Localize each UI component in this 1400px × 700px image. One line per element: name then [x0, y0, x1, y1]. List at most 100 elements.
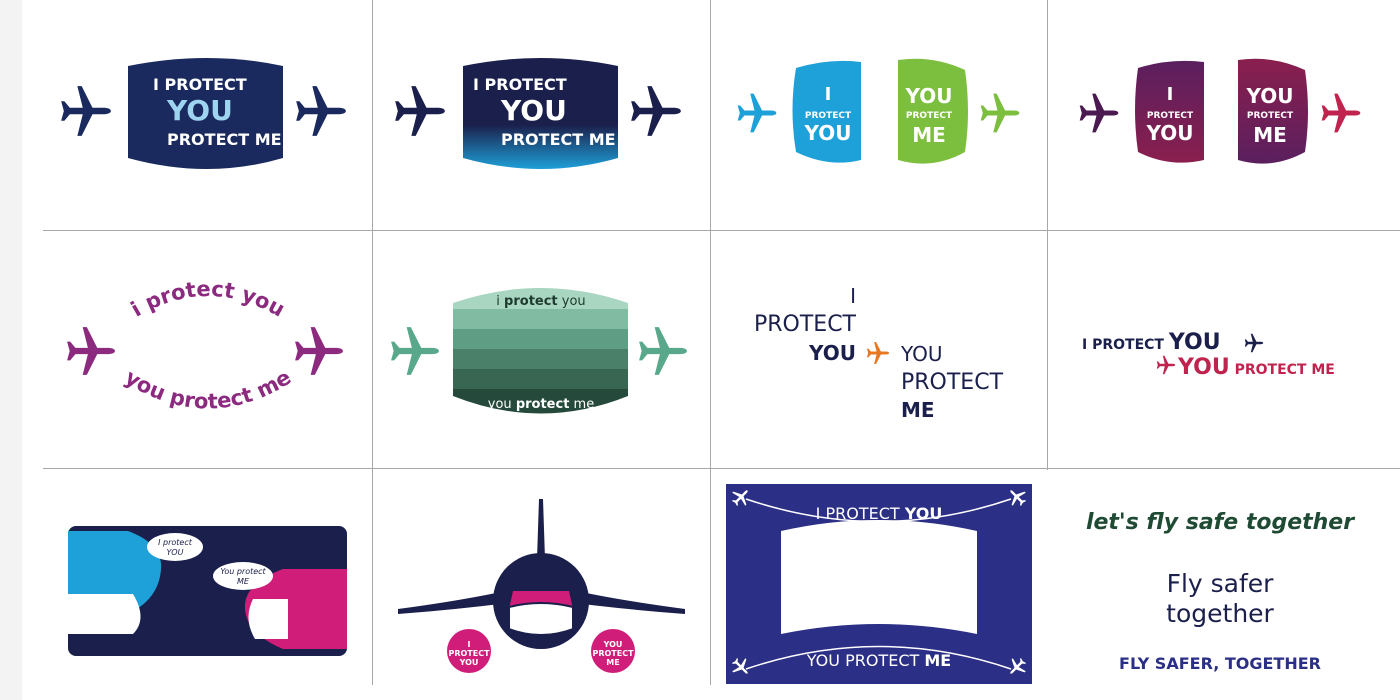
- logo-cell-9: I protect YOU You protect ME: [43, 469, 372, 685]
- engine-right-l1: YOU: [603, 640, 623, 649]
- tail-fin: [537, 499, 545, 559]
- line2: YOU PROTECT ME: [1177, 355, 1335, 380]
- mask-left-mid: PROTECT: [805, 111, 852, 121]
- inline-text-logo: I PROTECT YOU YOU PROTECT ME: [1082, 330, 1335, 380]
- right-wing: [559, 587, 685, 614]
- plane-icon: [395, 86, 445, 136]
- striped-mask-logo: i protect you you protect me: [391, 288, 687, 414]
- mask-right-bottom: ME: [1253, 123, 1287, 147]
- mask-right-bottom: ME: [912, 123, 946, 147]
- bubble1-line1: I protect: [158, 538, 193, 547]
- left-wing: [398, 587, 523, 614]
- logo-cell-2: I PROTECT YOU PROTECT ME: [373, 0, 710, 230]
- mask-left-shape: [1135, 60, 1204, 163]
- left-engine: [447, 629, 491, 673]
- mask-logo-navy: I PROTECT YOU PROTECT ME: [61, 58, 346, 169]
- engine-left-l1: I: [468, 640, 471, 649]
- logo-cell-4: I PROTECT YOU YOU PROTECT ME: [1048, 0, 1400, 230]
- plane-icon: [295, 327, 343, 375]
- mask-text-line1: I PROTECT: [153, 75, 247, 94]
- plane-icon: [1079, 93, 1119, 133]
- grid-divider: [43, 468, 1400, 469]
- text-l3: YOU: [808, 341, 856, 365]
- logo-cell-12: let's fly safe together Fly safer togeth…: [1048, 469, 1400, 685]
- tagline-2b: together: [1166, 599, 1274, 628]
- grid-divider: [1047, 0, 1048, 470]
- mask-right-shape: [1238, 58, 1308, 164]
- mask-shape: [463, 58, 618, 169]
- mask-text-line3: PROTECT ME: [167, 130, 282, 149]
- plane-icon: [391, 327, 439, 375]
- logo-cell-11: I PROTECT YOU YOU PROTECT ME: [711, 469, 1047, 685]
- frame-top-text: I PROTECT YOU: [816, 504, 943, 523]
- mask-text-line2: YOU: [500, 94, 567, 127]
- mask-bottom-text: you protect me: [488, 397, 594, 412]
- mask-left-top: I: [1167, 84, 1174, 105]
- engine-left-l2: PROTECT: [448, 649, 490, 658]
- top-strap: [745, 498, 1012, 523]
- left-plane-nose: [68, 531, 162, 614]
- frame-bottom-text: YOU PROTECT ME: [806, 651, 951, 670]
- grid-divider: [372, 0, 373, 685]
- plane-icon: [631, 86, 681, 136]
- speech-bubble-2: [213, 562, 273, 590]
- stacked-text-logo: I PROTECT YOU YOU PROTECT ME: [754, 284, 1004, 422]
- engine-right-l2: PROTECT: [592, 649, 634, 658]
- bubble1-line2: YOU: [167, 548, 184, 557]
- plane-icon: [67, 327, 115, 375]
- frame-mask-logo: I PROTECT YOU YOU PROTECT ME: [726, 483, 1032, 684]
- front-plane-illustration: I PROTECT YOU YOU PROTECT ME: [398, 499, 685, 673]
- plane-icon: [1156, 355, 1176, 375]
- mask-text-line2: YOU: [166, 94, 233, 127]
- arc-bottom-text: you protect me: [121, 365, 295, 414]
- two-masks-logo-blue-green: I PROTECT YOU YOU PROTECT ME: [737, 58, 1020, 164]
- mask-text-line1: I PROTECT: [473, 75, 567, 94]
- logo-cell-10: I PROTECT YOU YOU PROTECT ME: [373, 469, 710, 685]
- plane-icon: [296, 86, 346, 136]
- logo-cell-6: i protect you you protect me: [373, 231, 710, 468]
- engine-left-l3: YOU: [459, 658, 479, 667]
- text-r2: PROTECT: [901, 370, 1004, 395]
- plane-icon: [61, 86, 111, 136]
- plane-icon: [639, 327, 687, 375]
- white-mask: [781, 520, 977, 634]
- logo-cell-1: I PROTECT YOU PROTECT ME: [43, 0, 372, 230]
- bubble2-line1: You protect: [220, 567, 266, 576]
- mask-shape: [128, 58, 283, 169]
- plane-icon: [737, 93, 777, 133]
- mask-logo-gradient: I PROTECT YOU PROTECT ME: [395, 58, 681, 169]
- text-l2: PROTECT: [754, 312, 857, 337]
- mask-text-line3: PROTECT ME: [501, 130, 616, 149]
- plane-icon: [866, 341, 890, 365]
- logo-cell-3: I PROTECT YOU YOU PROTECT ME: [711, 0, 1047, 230]
- mask-right-shape: [898, 58, 968, 164]
- mask-left-mid: PROTECT: [1147, 111, 1194, 121]
- mask-left-bottom: YOU: [803, 121, 851, 145]
- line1: I PROTECT YOU: [1082, 330, 1221, 355]
- tagline-1: let's fly safe together: [1086, 510, 1355, 535]
- face-mask: [508, 602, 574, 636]
- grid-divider: [43, 230, 1400, 231]
- left-margin-strip: [0, 0, 22, 700]
- engine-right-l3: ME: [606, 658, 619, 667]
- text-l1: I: [850, 284, 856, 308]
- logo-cell-5: i protect you you protect me: [43, 231, 372, 468]
- text-r1: YOU: [900, 342, 943, 366]
- tagline-3: FLY SAFER, TOGETHER: [1119, 654, 1321, 673]
- logo-cell-8: I PROTECT YOU YOU PROTECT ME: [1048, 231, 1400, 468]
- mask-right-mid: PROTECT: [1247, 111, 1294, 121]
- right-plane-mask: [248, 599, 288, 639]
- plane-icon: [1321, 93, 1361, 133]
- mask-right-mid: PROTECT: [906, 111, 953, 121]
- grid-divider: [710, 0, 711, 685]
- right-engine: [591, 629, 635, 673]
- arc-text-logo: i protect you you protect me: [67, 277, 343, 414]
- two-masks-logo-purple: I PROTECT YOU YOU PROTECT ME: [1079, 58, 1361, 164]
- plane-icon: [980, 93, 1020, 133]
- plane-noses-illustration: I protect YOU You protect ME: [68, 526, 347, 656]
- left-plane-mask: [68, 594, 141, 634]
- mask-left-shape: [792, 60, 861, 163]
- tagline-2a: Fly safer: [1167, 569, 1275, 598]
- arc-top-text: i protect you: [127, 277, 289, 322]
